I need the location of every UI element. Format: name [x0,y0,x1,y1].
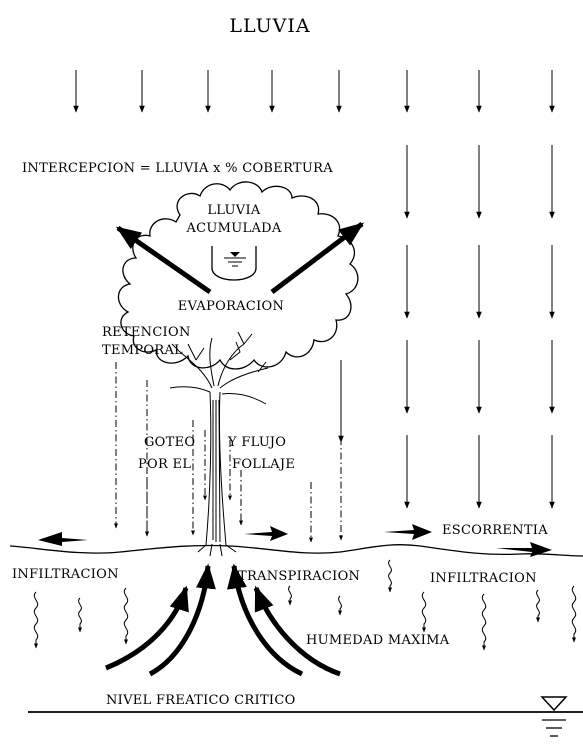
dripping-label-2: POR EL [138,457,191,472]
ground-surface [10,545,583,556]
rain-arrows-top [76,70,552,112]
retention-label-2: TEMPORAL [102,343,183,358]
accumulated-rain-label-1: LLUVIA [207,203,261,218]
foliage-flow-label-1: Y FLUJO [227,435,286,450]
throughfall-lines [116,362,341,542]
retention-label-1: RETENCION [102,325,191,340]
infiltration-left-label: INFILTRACION [12,567,119,582]
rain-arrows-open-ground [407,145,552,508]
infiltration-right-label: INFILTRACION [430,571,537,586]
evaporation-label: EVAPORACION [178,299,284,314]
accumulated-rain-label-2: ACUMULADA [185,221,281,236]
dripping-label-1: GOTEO [144,435,195,450]
max-humidity-label: HUMEDAD MAXIMA [306,633,450,648]
accumulated-rain-bowl [212,246,256,280]
tree-branches [170,332,268,404]
foliage-flow-label-2: FOLLAJE [232,457,295,472]
water-table-label: NIVEL FREATICO CRITICO [106,693,296,708]
transpiration-label: TRANSPIRACION [238,569,360,584]
water-table-symbol [542,697,566,736]
runoff-label: ESCORRENTIA [442,523,548,538]
interception-formula: INTERCEPCION = LLUVIA x % COBERTURA [22,161,333,176]
diagram-title: LLUVIA [229,15,310,37]
